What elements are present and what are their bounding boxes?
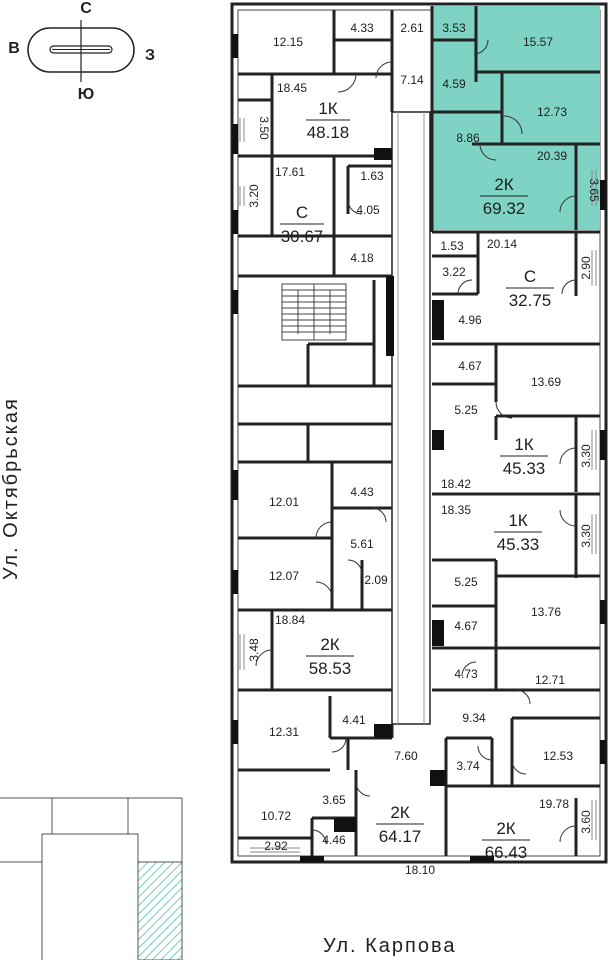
room-area: 18.10 [405, 863, 435, 877]
apt-area-2k-64: 64.17 [379, 827, 422, 846]
room-area: 4.67 [458, 359, 482, 373]
room-area: 18.35 [441, 503, 471, 517]
building [230, 2, 608, 864]
apt-area-1k-45b: 45.33 [497, 535, 540, 554]
street-left-label: Ул. Октябрьская [0, 397, 22, 580]
room-area: 12.53 [543, 749, 573, 763]
door-swings [255, 39, 577, 845]
room-area: 12.71 [535, 673, 565, 687]
room-area: 4.18 [350, 251, 374, 265]
apt-type-2k-64: 2К [390, 803, 409, 822]
apt-area-c-30: 30.67 [281, 227, 324, 246]
room-area: 12.15 [273, 35, 303, 49]
room-area: 2.92 [264, 839, 288, 853]
compass-west: В [8, 40, 20, 57]
room-labels: 12.15 4.33 2.61 3.53 15.57 18.45 7.14 4.… [247, 21, 601, 877]
room-area: 4.41 [342, 713, 366, 727]
room-area: 15.57 [523, 35, 553, 49]
compass-north: С [80, 0, 92, 17]
room-area: 13.69 [531, 375, 561, 389]
apt-area-2k-69: 69.32 [483, 199, 526, 218]
room-area: 7.60 [394, 749, 418, 763]
room-area: 1.53 [440, 239, 464, 253]
room-area: 17.61 [275, 165, 305, 179]
room-area: 4.67 [454, 619, 478, 633]
staircase [281, 283, 347, 341]
apt-area-c-32: 32.75 [509, 291, 552, 310]
room-area: 18.42 [441, 477, 471, 491]
room-area: 12.73 [537, 105, 567, 119]
room-area: 3.50 [257, 116, 271, 140]
room-area: 18.45 [277, 81, 307, 95]
room-area: 4.05 [356, 203, 380, 217]
room-area: 3.74 [456, 759, 480, 773]
room-area: 3.53 [442, 21, 466, 35]
room-area: 2.61 [400, 21, 424, 35]
key-plan [0, 797, 183, 960]
room-area: 4.43 [350, 485, 374, 499]
compass: С В З Ю [8, 0, 155, 103]
apt-type-1k-48: 1К [318, 99, 337, 118]
street-bottom-label: Ул. Карпова [323, 935, 457, 957]
room-area: 12.07 [269, 569, 299, 583]
room-area: 3.60 [579, 810, 593, 834]
room-area: 4.33 [350, 21, 374, 35]
apt-type-c-30: С [296, 203, 308, 222]
room-area: 4.46 [322, 833, 346, 847]
room-area: 10.72 [261, 809, 291, 823]
windows [239, 118, 597, 853]
room-area: 4.73 [454, 667, 478, 681]
highlighted-apartment [432, 6, 600, 230]
room-area: 20.39 [537, 149, 567, 163]
apt-type-2k-58: 2К [320, 635, 339, 654]
apt-type-1k-45b: 1К [508, 511, 527, 530]
room-area: 20.14 [487, 237, 517, 251]
room-area: 19.78 [539, 797, 569, 811]
room-area: 5.25 [454, 403, 478, 417]
apt-area-2k-58: 58.53 [309, 659, 352, 678]
apt-type-c-32: С [524, 267, 536, 286]
room-area: 7.14 [400, 73, 424, 87]
room-area: 4.96 [458, 313, 482, 327]
apt-area-2k-66: 66.43 [485, 843, 528, 862]
room-area: 5.25 [454, 575, 478, 589]
room-area: 2.90 [579, 256, 593, 280]
room-area: 5.61 [350, 537, 374, 551]
room-area: 18.84 [275, 613, 305, 627]
compass-east: З [145, 47, 155, 64]
apt-area-1k-48: 48.18 [307, 123, 350, 142]
apt-area-1k-45a: 45.33 [503, 459, 546, 478]
room-area: 3.48 [247, 638, 261, 662]
apt-type-2k-69: 2К [494, 175, 513, 194]
apartment-labels: 1К 48.18 С 30.67 2К 69.32 С 32.75 1К 45.… [280, 99, 554, 862]
apt-type-1k-45a: 1К [514, 435, 533, 454]
room-area: 2.09 [364, 573, 388, 587]
room-area: 8.86 [456, 131, 480, 145]
room-area: 12.01 [269, 495, 299, 509]
room-area: 1.63 [360, 169, 384, 183]
room-area: 3.30 [579, 524, 593, 548]
room-area: 9.34 [462, 711, 486, 725]
room-area: 12.31 [269, 725, 299, 739]
apt-type-2k-66: 2К [496, 819, 515, 838]
room-area: 13.76 [531, 605, 561, 619]
compass-south: Ю [78, 86, 95, 103]
room-area: 3.20 [247, 184, 261, 208]
room-area: 3.30 [579, 444, 593, 468]
room-area: 4.59 [442, 77, 466, 91]
room-area: 3.65 [322, 793, 346, 807]
room-area: 3.65 [587, 178, 601, 202]
room-area: 3.22 [442, 265, 466, 279]
